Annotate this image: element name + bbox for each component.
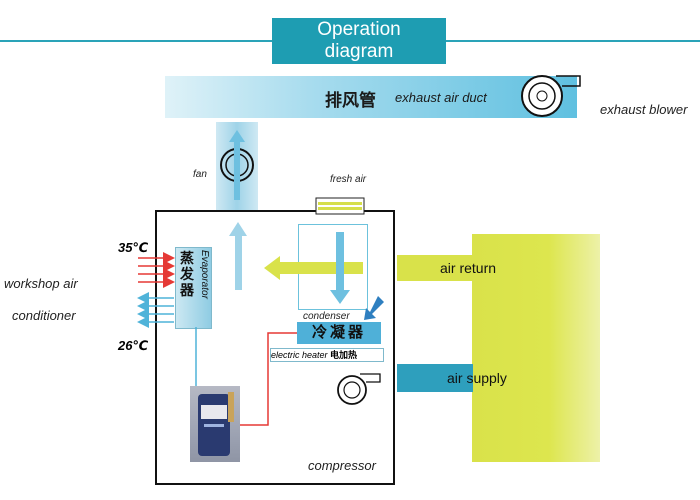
workshop-label-line2: conditioner bbox=[12, 308, 76, 323]
unit-housing bbox=[155, 210, 395, 485]
air-supply-duct bbox=[397, 364, 473, 392]
evaporator-label-cn: 蒸发器 bbox=[180, 250, 194, 298]
supply-up-arrow-shaft bbox=[235, 234, 242, 290]
exhaust-blower-icon bbox=[521, 75, 581, 117]
workshop-room bbox=[472, 234, 600, 462]
return-air-arrow-head bbox=[264, 256, 280, 280]
exhaust-duct-label-en: exhaust air duct bbox=[395, 90, 487, 105]
fresh-air-label: fresh air bbox=[330, 174, 367, 185]
compressor-body bbox=[198, 392, 234, 456]
fan-up-arrow-head bbox=[229, 130, 245, 142]
exhaust-air-duct bbox=[165, 76, 577, 118]
fan-label: fan bbox=[193, 169, 207, 180]
condenser-label-en: condenser bbox=[303, 311, 350, 322]
electric-heater-label-en: electric heater bbox=[271, 350, 328, 360]
condenser-label-cn: 冷凝器 bbox=[297, 322, 381, 344]
evaporator-coil bbox=[175, 247, 212, 329]
page-title-line1: Operation bbox=[317, 19, 401, 40]
page-title: Operation diagram bbox=[272, 18, 446, 64]
workshop-label-line1: workshop air bbox=[4, 276, 78, 291]
exhaust-duct-label-cn: 排风管 bbox=[325, 91, 376, 110]
fresh-air-down-head bbox=[330, 290, 350, 304]
air-supply-label: air supply bbox=[447, 370, 507, 386]
inlet-temperature: 35℃ bbox=[118, 240, 149, 255]
hot-refrigerant-line bbox=[240, 332, 297, 426]
condenser-feed-arrow bbox=[364, 296, 384, 320]
compressor-label: compressor bbox=[308, 458, 376, 473]
electric-heater-label-cn: 电加热 bbox=[330, 350, 358, 360]
exhaust-blower-label: exhaust blower bbox=[600, 102, 688, 117]
fan-up-arrow-shaft bbox=[234, 140, 240, 200]
return-air-arrow-shaft bbox=[278, 262, 363, 274]
electric-heater: electric heater 电加热 bbox=[270, 348, 384, 362]
supply-up-arrow-head bbox=[229, 222, 247, 236]
cool-outlet-arrows bbox=[137, 292, 174, 328]
air-return-duct bbox=[397, 255, 473, 281]
page-title-line2: diagram bbox=[324, 41, 394, 62]
air-return-label: air return bbox=[440, 260, 497, 276]
supply-blower-icon bbox=[337, 373, 381, 405]
fresh-air-down-shaft bbox=[336, 232, 344, 292]
outlet-temperature: 26℃ bbox=[118, 338, 149, 353]
fresh-air-filter bbox=[315, 197, 365, 215]
hot-inlet-arrows bbox=[138, 252, 175, 288]
